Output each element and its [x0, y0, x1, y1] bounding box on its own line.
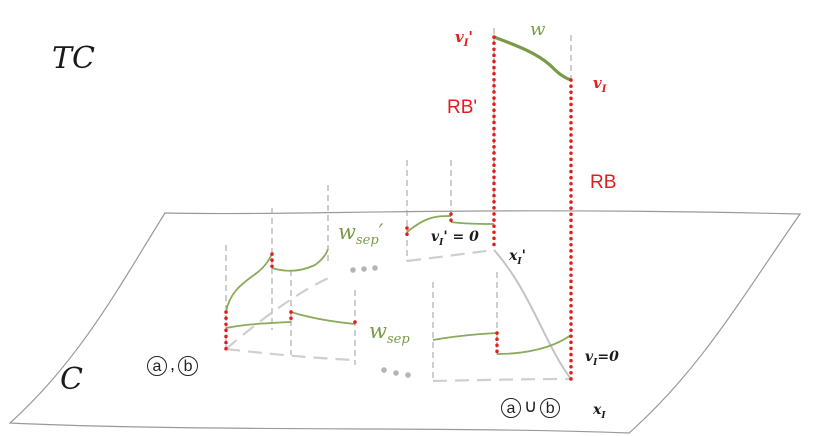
- w-sep-label: wsep: [369, 319, 410, 348]
- manifold-sheet: [8, 210, 802, 434]
- wsep-curves: [225, 311, 572, 355]
- region-a-union-b-label: a∪b: [501, 396, 561, 419]
- v-i-prime-top-label: vI': [455, 28, 473, 49]
- wsep-prime-curves: [225, 215, 495, 313]
- base-curve-upper-right: [406, 248, 495, 263]
- ellipsis-lower: [381, 367, 411, 378]
- transition-curve: [493, 249, 572, 380]
- v-i-prime-zero-label: vI' = 0: [431, 229, 479, 248]
- base-curve-upper: [225, 273, 336, 350]
- region-a-circle: a: [147, 356, 167, 377]
- comma-separator: ,: [170, 354, 176, 374]
- w-label: w: [530, 19, 546, 40]
- tc-label: TC: [52, 41, 95, 76]
- x-i-label: xI: [593, 402, 606, 421]
- base-curve-lower: [225, 347, 356, 362]
- union-symbol: ∪: [524, 396, 538, 416]
- rb-prime-label: RB': [447, 97, 478, 118]
- region-b-circle: b: [178, 356, 199, 377]
- region-a-circle-2: a: [501, 398, 521, 419]
- red-dotted-segments: [224, 35, 573, 381]
- rb-label: RB: [590, 172, 617, 193]
- v-i-top-label: vI: [593, 74, 607, 95]
- ellipsis-upper: [350, 265, 378, 273]
- w-curve: [493, 35, 572, 82]
- c-label: C: [60, 362, 83, 397]
- region-a-b-label: a,b: [147, 354, 199, 377]
- v-i-zero-label: vI=0: [585, 349, 619, 368]
- region-b-circle-2: b: [540, 398, 561, 419]
- base-curve-lower-right: [432, 377, 572, 383]
- w-sep-prime-label: wsep′: [338, 220, 384, 249]
- x-i-prime-label: xI': [509, 248, 526, 267]
